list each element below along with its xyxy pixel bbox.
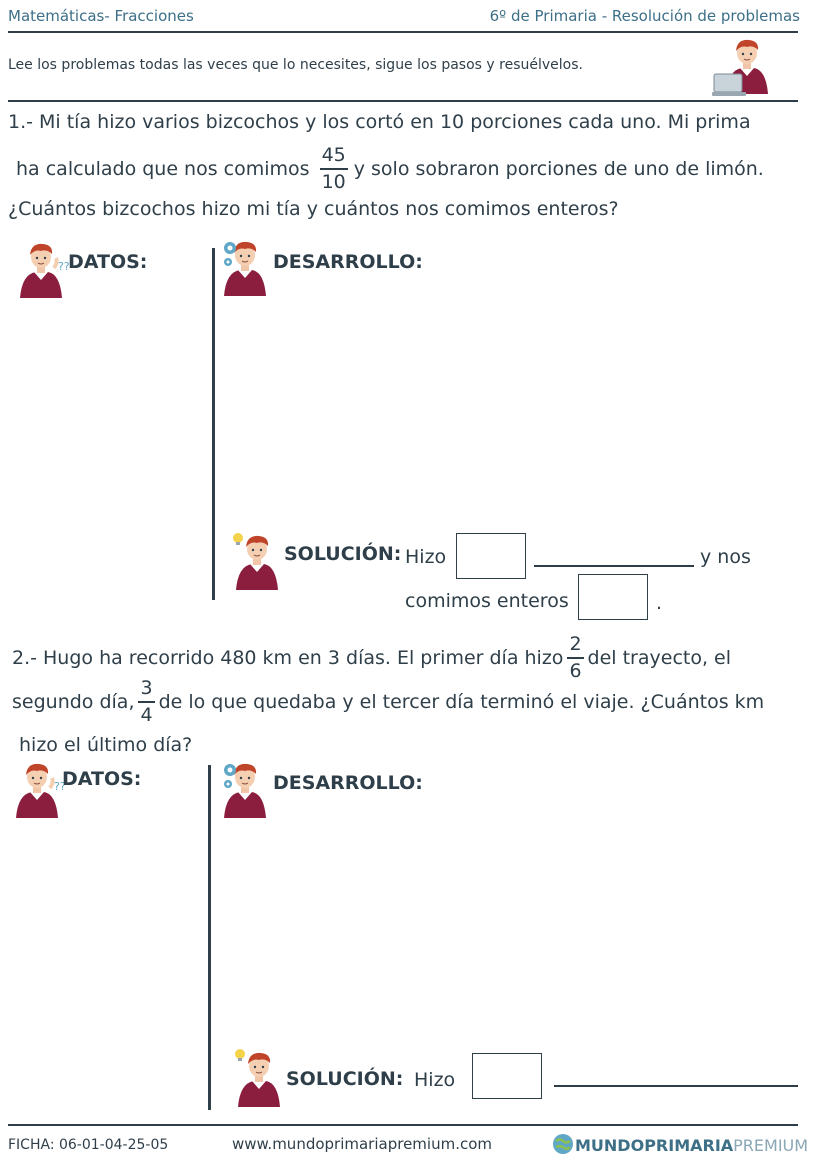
gears-boy-icon <box>223 763 267 818</box>
problem1-comimos-enteros-label: comimos enteros <box>405 590 569 612</box>
fraction-denominator: 10 <box>321 171 346 193</box>
footer-divider <box>8 1124 798 1126</box>
problem1-bizcochos-answer-box[interactable] <box>456 533 526 579</box>
problem1-fraction: 45 10 <box>319 144 348 193</box>
ficha-code: FICHA: 06-01-04-25-05 <box>8 1137 169 1153</box>
instructions-text: Lee los problemas todas las veces que lo… <box>8 57 583 73</box>
problem1-solucion-label: SOLUCIÓN: <box>284 543 402 565</box>
brand-logo-text: MUNDOPRIMARIAPREMIUM <box>575 1136 808 1155</box>
problem2-datos-label: DATOS: <box>62 768 142 790</box>
problem1-datos-label: DATOS: <box>68 251 148 273</box>
problem1-enteros-answer-box[interactable] <box>578 574 648 620</box>
thinking-boy-icon: ?? <box>19 243 70 299</box>
problem1-divider <box>212 248 215 600</box>
worksheet-grade-topic: 6º de Primaria - Resolución de problemas <box>489 7 800 25</box>
problem2-line2-after: de lo que quedaba y el tercer día termin… <box>158 691 765 713</box>
problem1-line2-before: ha calculado que nos comimos <box>16 158 310 180</box>
brand-light: PREMIUM <box>733 1136 809 1155</box>
intro-divider <box>8 100 798 102</box>
problem2-line2: segundo día, 3 4 de lo que quedaba y el … <box>12 678 764 726</box>
worksheet-subject: Matemáticas- Fracciones <box>8 7 194 25</box>
problem2-desarrollo-label: DESARROLLO: <box>273 772 423 794</box>
problem1-line2-after: y solo sobraron porciones de uno de limó… <box>353 158 764 180</box>
problem2-divider <box>208 765 211 1110</box>
svg-text:??: ?? <box>54 780 66 793</box>
idea-boy-icon <box>235 1049 281 1108</box>
svg-text:??: ?? <box>58 260 70 273</box>
globe-logo-icon <box>553 1134 573 1154</box>
fraction-bar <box>567 657 584 659</box>
problem2-fraction2: 3 4 <box>138 677 155 726</box>
problem1-y-nos-label: y nos <box>700 546 751 568</box>
problem2-line3: hizo el último día? <box>19 734 193 756</box>
problem2-line1-before: 2.- Hugo ha recorrido 480 km en 3 días. … <box>12 647 564 669</box>
problem1-line1: 1.- Mi tía hizo varios bizcochos y los c… <box>8 111 751 133</box>
brand-bold: MUNDOPRIMARIA <box>575 1136 734 1155</box>
idea-boy-icon <box>233 533 279 590</box>
problem2-line1: 2.- Hugo ha recorrido 480 km en 3 días. … <box>12 634 731 682</box>
fraction-numerator: 3 <box>140 677 153 699</box>
fraction-bar <box>319 168 348 170</box>
problem2-km-answer-box[interactable] <box>472 1053 542 1099</box>
problem2-solucion-label: SOLUCIÓN: <box>286 1068 404 1090</box>
fraction-denominator: 4 <box>140 704 153 726</box>
fraction-denominator: 6 <box>569 660 582 682</box>
fraction-numerator: 2 <box>569 633 582 655</box>
fraction-numerator: 45 <box>321 144 346 166</box>
problem2-hizo-label: Hizo <box>414 1069 456 1091</box>
problem2-unit-answer-line[interactable] <box>554 1085 798 1087</box>
problem1-desarrollo-label: DESARROLLO: <box>273 251 423 273</box>
problem1-hizo-label: Hizo <box>405 546 447 568</box>
thinking-boy-icon: ?? <box>15 763 66 819</box>
website-link[interactable]: www.mundoprimariapremium.com <box>232 1135 492 1153</box>
problem1-line3: ¿Cuántos bizcochos hizo mi tía y cuántos… <box>8 198 619 220</box>
problem1-unit-answer-line[interactable] <box>534 565 694 567</box>
laptop-boy-icon <box>712 39 769 96</box>
problem2-fraction1: 2 6 <box>567 633 584 682</box>
fraction-bar <box>138 701 155 703</box>
problem2-line2-before: segundo día, <box>12 691 135 713</box>
header-divider <box>8 31 798 33</box>
problem1-line2: ha calculado que nos comimos 45 10 y sol… <box>16 145 764 193</box>
problem1-period: . <box>656 592 663 614</box>
problem2-line1-after: del trayecto, el <box>587 647 732 669</box>
gears-boy-icon <box>223 241 267 296</box>
